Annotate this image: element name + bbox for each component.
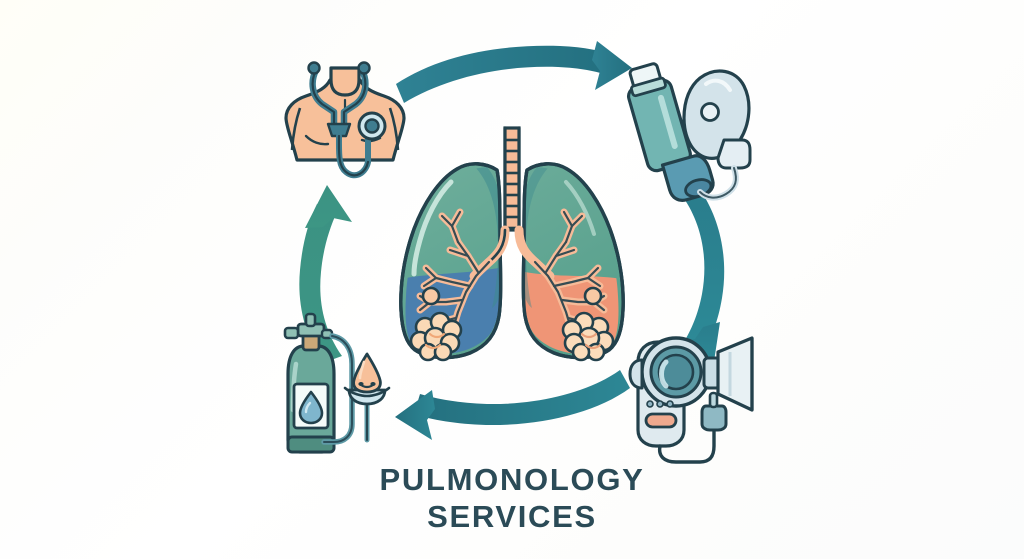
stethoscope-patient-icon[interactable] [284,61,406,179]
oxygen-tank-cannula-icon[interactable] [283,312,391,454]
title-line-1: PULMONOLOGY [379,462,645,497]
arrow-top [396,41,632,103]
inhaler-mask-icon[interactable] [621,57,752,208]
page-title: PULMONOLOGY SERVICES [0,462,1024,535]
oxygen-mask-icon [682,69,752,201]
spirometer-icon[interactable] [628,336,754,464]
bronchial-tree-right-outline [533,210,606,350]
alveoli-cluster-left [409,286,463,362]
arrow-bottom [395,370,630,440]
title-line-2: SERVICES [427,498,597,534]
alveoli-cluster-right [561,286,615,362]
